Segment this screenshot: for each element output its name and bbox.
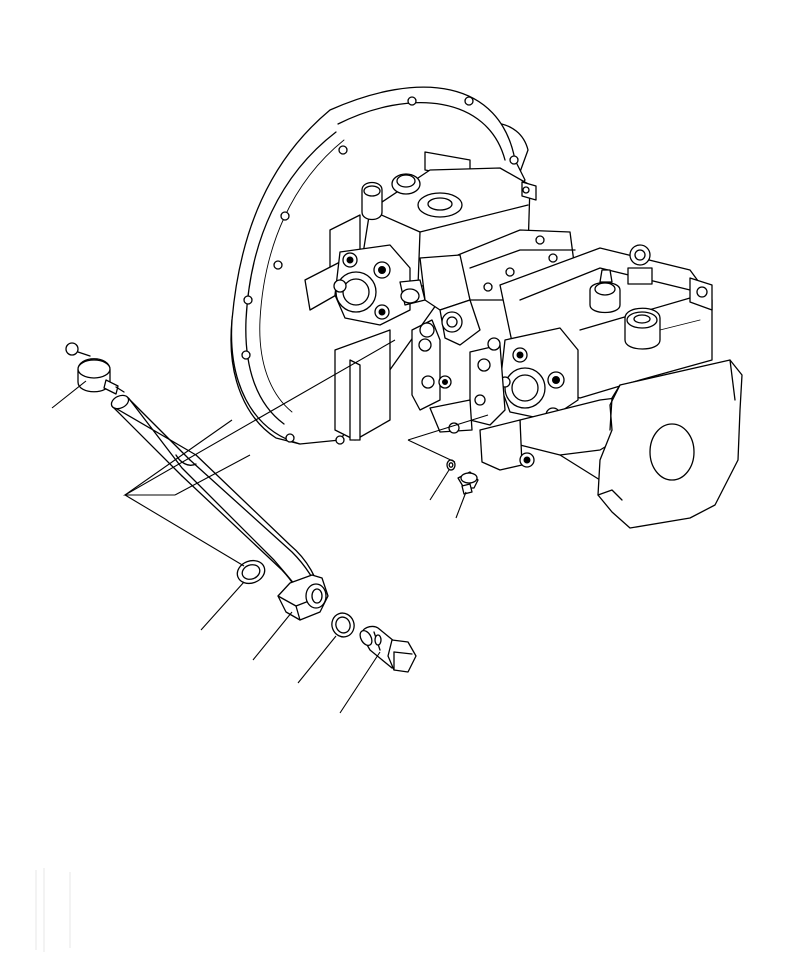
scan-artifact [35,868,71,952]
center-bracket [411,319,506,434]
banjo-fitting [277,574,329,621]
rear-flange [597,359,743,529]
banjo-bolt [359,625,417,673]
o-ring-2 [331,612,355,638]
front-pump-port [333,244,426,326]
rear-pump-port [499,327,579,423]
o-ring-1 [236,559,266,585]
hydraulic-pump-assembly [230,86,743,529]
plug-screw [457,471,479,495]
leader-lines [51,339,489,714]
breather-cap [65,342,125,395]
